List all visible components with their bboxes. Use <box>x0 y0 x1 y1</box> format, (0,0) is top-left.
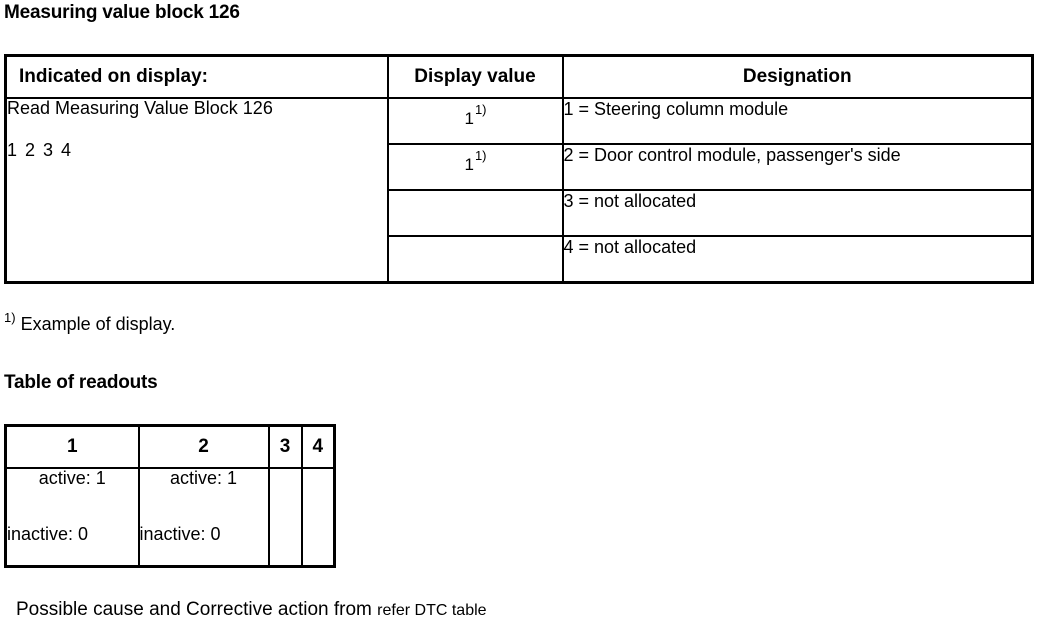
bottom-note-main-text: Possible cause and Corrective action fro… <box>16 599 372 620</box>
table-body: Read Measuring Value Block 126 1 2 3 4 1… <box>4 97 1034 284</box>
column-header-display-value: Display value <box>386 54 564 99</box>
bottom-note: Possible cause and Corrective action fro… <box>16 600 487 619</box>
table-header-row: Indicated on display: Display value Desi… <box>4 54 1034 99</box>
display-value-cell-empty <box>386 189 564 237</box>
footnote-marker-icon: 1) <box>474 102 487 117</box>
column-header-designation: Designation <box>561 54 1034 99</box>
footnote-text: Example of display. <box>15 314 176 334</box>
readouts-column-header-3: 3 <box>267 424 303 469</box>
readouts-column-header-2: 2 <box>137 424 270 469</box>
readouts-cell-1: active: 1 inactive: 0 <box>4 467 140 568</box>
readouts-cell-3-empty <box>267 467 303 568</box>
table-row: 11) 2 = Door control module, passenger's… <box>6 143 1034 191</box>
readouts-inactive-value: inactive: 0 <box>7 524 89 544</box>
designation-cell: 3 = not allocated <box>561 189 1034 237</box>
display-value-wrapper: 11) <box>464 102 487 129</box>
footnote: 1) Example of display. <box>4 310 176 334</box>
readouts-table-row: active: 1 inactive: 0 active: 1 inactive… <box>4 467 336 568</box>
measuring-value-block-table: Indicated on display: Display value Desi… <box>4 54 1034 284</box>
display-value-number: 1 <box>464 109 474 128</box>
section-title-table-of-readouts: Table of readouts <box>4 372 158 393</box>
display-value-cell-empty <box>386 235 564 284</box>
table-row: Read Measuring Value Block 126 1 2 3 4 1… <box>4 97 1034 284</box>
footnote-marker-icon: 1) <box>474 148 487 163</box>
readouts-cell-4-empty <box>300 467 336 568</box>
indicated-on-display-cell: Read Measuring Value Block 126 1 2 3 4 <box>4 97 389 284</box>
display-value-cell: 11) <box>386 97 564 145</box>
table-header: Indicated on display: Display value Desi… <box>4 54 1034 99</box>
readouts-header-row: 1 2 3 4 <box>4 424 336 469</box>
readouts-column-header-4: 4 <box>300 424 336 469</box>
designation-cell: 2 = Door control module, passenger's sid… <box>561 143 1034 191</box>
display-value-wrapper: 11) <box>464 148 487 175</box>
readouts-active-value: active: 1 <box>38 468 106 488</box>
display-value-cell: 11) <box>386 143 564 191</box>
readouts-table-body: active: 1 inactive: 0 active: 1 inactive… <box>4 467 336 568</box>
readouts-active-value: active: 1 <box>169 468 238 488</box>
readouts-table-header: 1 2 3 4 <box>4 424 336 469</box>
table-row: 4 = not allocated <box>6 235 1034 284</box>
readouts-column-header-1: 1 <box>4 424 140 469</box>
column-header-indicated-on-display: Indicated on display: <box>4 54 389 99</box>
page-title: Measuring value block 126 <box>4 2 240 23</box>
readouts-inactive-value: inactive: 0 <box>139 524 221 544</box>
indicated-line-read-measuring-value-block: Read Measuring Value Block 126 <box>7 98 273 118</box>
display-value-number: 1 <box>464 155 474 174</box>
designation-cell: 1 = Steering column module <box>561 97 1034 145</box>
table-of-readouts: 1 2 3 4 active: 1 inactive: 0 active: 1 … <box>4 424 336 568</box>
indicated-line-channel-numbers: 1 2 3 4 <box>7 140 73 160</box>
table-row: 3 = not allocated <box>6 189 1034 237</box>
footnote-marker-icon: 1) <box>4 310 16 325</box>
designation-cell: 4 = not allocated <box>561 235 1034 284</box>
readouts-cell-2: active: 1 inactive: 0 <box>137 467 270 568</box>
bottom-note-reference-text: refer DTC table <box>377 602 487 619</box>
